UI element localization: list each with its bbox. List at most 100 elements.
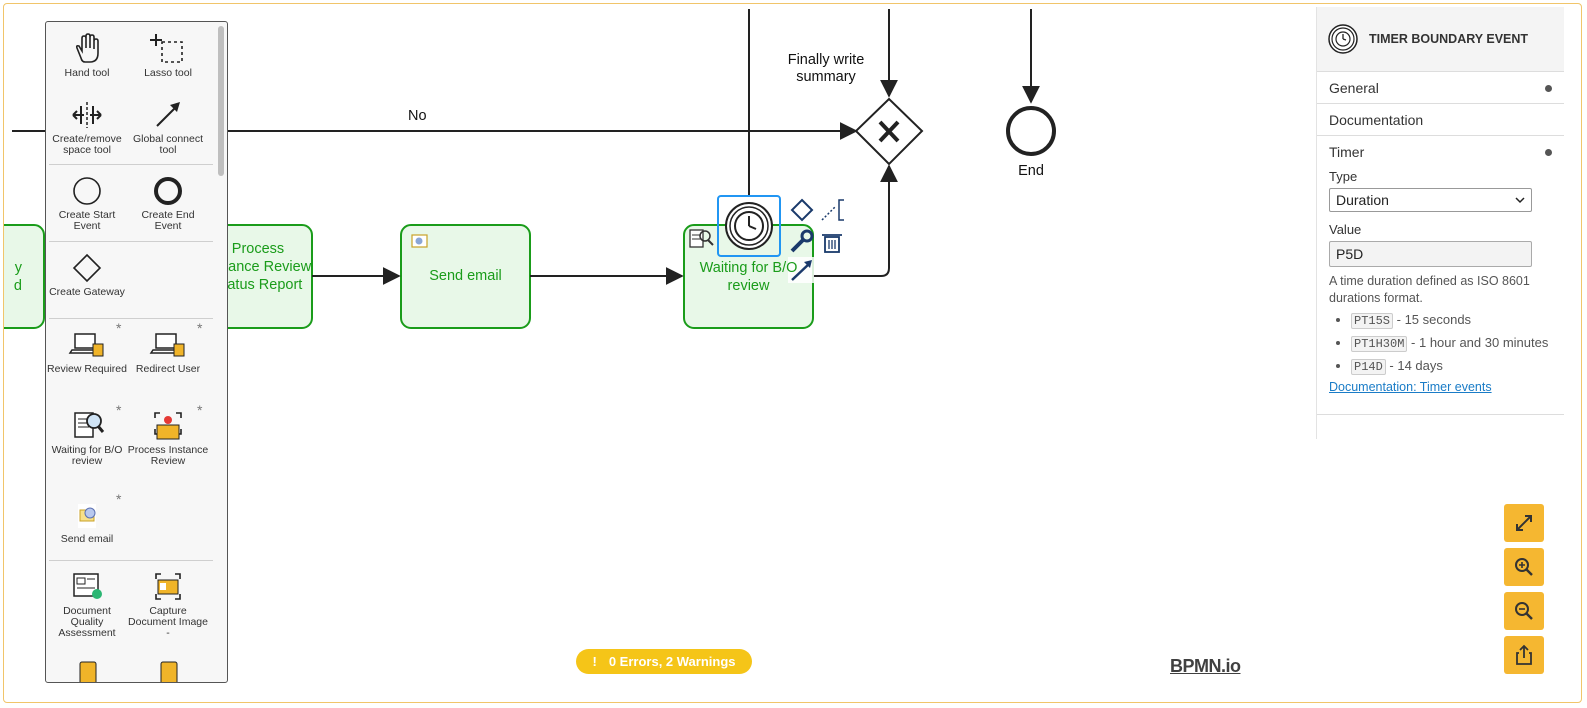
example-text: - 1 hour and 30 minutes bbox=[1407, 335, 1549, 350]
end-event[interactable] bbox=[1006, 106, 1056, 156]
example-code: PT1H30M bbox=[1351, 336, 1408, 352]
send-email-tool-label: Send email bbox=[60, 533, 114, 545]
type-select-value: Duration bbox=[1336, 192, 1389, 208]
group-documentation[interactable]: Documentation bbox=[1317, 104, 1564, 136]
document-search-icon bbox=[67, 409, 107, 443]
laptop-icon bbox=[148, 328, 188, 362]
process-instance-review-tool[interactable]: Process Instance Review bbox=[127, 409, 209, 467]
palette-separator bbox=[49, 318, 213, 319]
palette-separator bbox=[49, 241, 213, 242]
type-select[interactable]: Duration bbox=[1329, 188, 1532, 212]
wrench-icon[interactable] bbox=[790, 229, 814, 253]
type-label: Type bbox=[1329, 169, 1358, 184]
gateway-label: Finally write summary bbox=[787, 52, 865, 85]
review-required-tool[interactable]: Review Required bbox=[46, 328, 128, 375]
capture-document-label: Capture Document Image - bbox=[128, 605, 208, 639]
redirect-user-tool[interactable]: Redirect User bbox=[127, 328, 209, 375]
export-button[interactable] bbox=[1504, 636, 1544, 674]
help-text-block: A time duration defined as ISO 8601 dura… bbox=[1329, 273, 1552, 376]
global-connect-label: Global connect tool bbox=[132, 133, 204, 156]
chevron-down-icon bbox=[1515, 197, 1525, 204]
space-tool[interactable]: Create/remove space tool bbox=[46, 98, 128, 156]
lint-status-text: 0 Errors, 2 Warnings bbox=[608, 654, 736, 669]
lasso-tool-label: Lasso tool bbox=[144, 67, 192, 79]
group-general[interactable]: General bbox=[1317, 72, 1564, 104]
documentation-link[interactable]: Documentation: Timer events bbox=[1329, 380, 1492, 394]
document-icon bbox=[67, 658, 107, 682]
create-end-event[interactable]: Create End Event bbox=[127, 174, 209, 232]
laptop-icon bbox=[67, 328, 107, 362]
sequence-flow-to-gateway[interactable] bbox=[813, 164, 898, 277]
send-email-tool[interactable]: Send email bbox=[46, 498, 128, 545]
value-input[interactable]: P5D bbox=[1329, 241, 1532, 267]
email-task-icon bbox=[411, 234, 428, 248]
palette-item-partial[interactable] bbox=[127, 658, 209, 682]
fullscreen-button[interactable] bbox=[1504, 504, 1544, 542]
warning-icon: ! bbox=[592, 654, 597, 669]
palette-item-partial[interactable] bbox=[46, 658, 128, 682]
zoom-out-icon bbox=[1515, 602, 1533, 620]
task-waiting-bo-review-label: Waiting for B/O review bbox=[699, 260, 798, 294]
palette-separator bbox=[49, 560, 213, 561]
custom-star: * bbox=[197, 320, 203, 336]
examples-list: PT15S - 15 seconds PT1H30M - 1 hour and … bbox=[1329, 311, 1552, 376]
email-icon bbox=[67, 498, 107, 532]
hand-icon bbox=[67, 32, 107, 66]
capture-document-tool[interactable]: Capture Document Image - bbox=[127, 570, 209, 639]
waiting-bo-review-tool[interactable]: Waiting for B/O review bbox=[46, 409, 128, 467]
connect-arrow-icon[interactable] bbox=[788, 257, 814, 283]
space-tool-icon bbox=[67, 98, 107, 132]
properties-header: TIMER BOUNDARY EVENT bbox=[1317, 7, 1564, 72]
timer-boundary-event[interactable] bbox=[725, 202, 773, 250]
example-item: PT15S - 15 seconds bbox=[1351, 311, 1552, 330]
diagram-canvas[interactable] bbox=[4, 4, 1582, 703]
group-indicator-dot bbox=[1545, 85, 1552, 92]
lasso-tool[interactable]: Lasso tool bbox=[127, 32, 209, 79]
context-pad bbox=[788, 198, 844, 283]
palette-separator bbox=[49, 164, 213, 165]
share-icon bbox=[1516, 644, 1532, 665]
palette-scrollbar[interactable] bbox=[218, 26, 224, 176]
trash-icon[interactable] bbox=[822, 234, 842, 253]
lint-status-badge[interactable]: ! 0 Errors, 2 Warnings bbox=[576, 649, 752, 674]
bpmn-io-logo[interactable]: BPMN.io bbox=[1170, 656, 1241, 676]
end-event-icon bbox=[148, 174, 188, 208]
document-quality-tool[interactable]: Document Quality Assessment bbox=[46, 570, 128, 639]
edge-label-no: No bbox=[408, 108, 427, 124]
custom-star: * bbox=[116, 491, 122, 507]
zoom-in-icon bbox=[1515, 558, 1533, 576]
group-indicator-dot bbox=[1545, 149, 1552, 156]
help-text: A time duration defined as ISO 8601 dura… bbox=[1329, 274, 1530, 305]
custom-star: * bbox=[116, 402, 122, 418]
example-text: - 14 days bbox=[1385, 358, 1443, 373]
process-instance-review-label: Process Instance Review bbox=[127, 444, 209, 467]
end-event-label-tool: Create End Event bbox=[141, 209, 195, 232]
custom-star: * bbox=[116, 320, 122, 336]
global-connect-tool[interactable]: Global connect tool bbox=[127, 98, 209, 156]
redirect-user-label: Redirect User bbox=[135, 363, 201, 375]
document-icon bbox=[148, 658, 188, 682]
group-documentation-label: Documentation bbox=[1329, 111, 1424, 128]
gateway-tool-label: Create Gateway bbox=[49, 286, 125, 298]
append-gateway-icon[interactable] bbox=[790, 198, 814, 222]
text-annotation-icon[interactable] bbox=[821, 199, 844, 221]
task-send-email-label: Send email bbox=[429, 268, 502, 284]
selection-outline bbox=[717, 195, 781, 257]
task-partial[interactable] bbox=[4, 224, 45, 329]
custom-star: * bbox=[197, 402, 203, 418]
properties-title: TIMER BOUNDARY EVENT bbox=[1369, 32, 1529, 46]
group-timer[interactable]: Timer bbox=[1317, 136, 1564, 167]
example-code: PT15S bbox=[1351, 313, 1394, 329]
zoom-out-button[interactable] bbox=[1504, 592, 1544, 630]
create-gateway[interactable]: Create Gateway bbox=[46, 251, 128, 298]
group-general-label: General bbox=[1329, 79, 1379, 96]
lasso-icon bbox=[148, 32, 188, 66]
create-start-event[interactable]: Create Start Event bbox=[46, 174, 128, 232]
zoom-in-button[interactable] bbox=[1504, 548, 1544, 586]
waiting-bo-review-label: Waiting for B/O review bbox=[51, 444, 123, 467]
hand-tool[interactable]: Hand tool bbox=[46, 32, 128, 79]
task-partial-label: y d bbox=[13, 260, 22, 294]
document-quality-label: Document Quality Assessment bbox=[58, 605, 116, 639]
gateway-x-icon bbox=[878, 120, 900, 143]
hand-tool-label: Hand tool bbox=[64, 67, 110, 79]
